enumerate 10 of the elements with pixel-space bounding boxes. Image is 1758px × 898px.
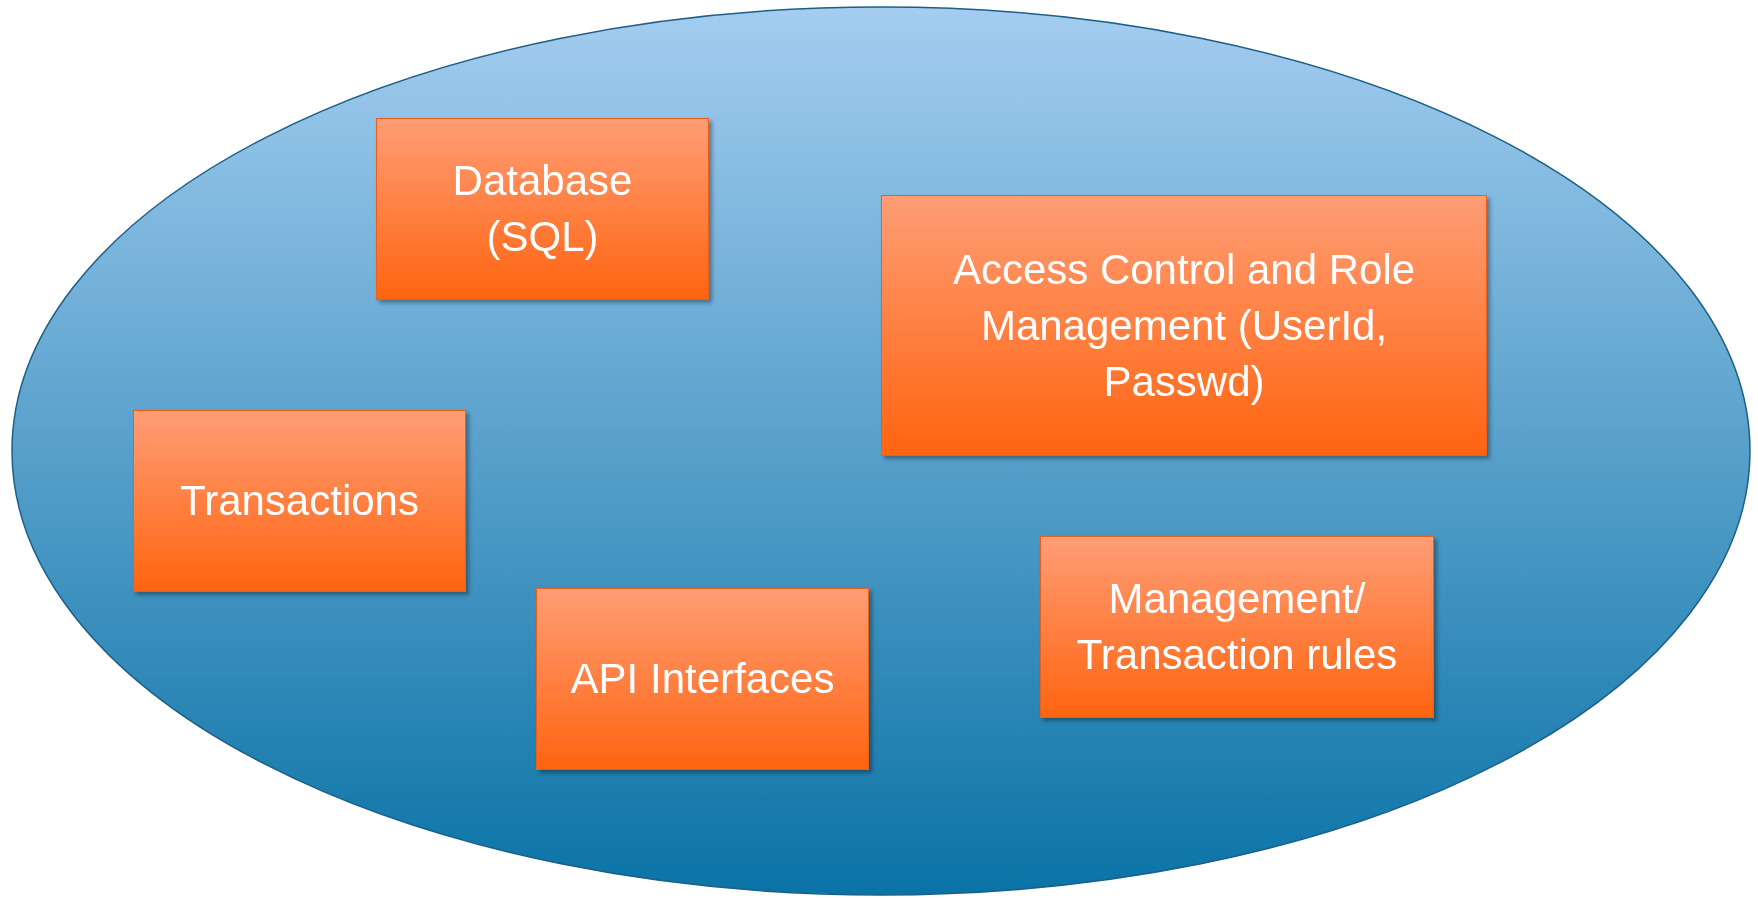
process-box bbox=[881, 195, 1487, 456]
box-label: Management/ Transaction rules bbox=[1075, 574, 1399, 680]
box-label: API Interfaces bbox=[570, 654, 835, 704]
process-box bbox=[376, 118, 709, 300]
box-label: Database (SQL) bbox=[451, 156, 634, 262]
process-box bbox=[1040, 536, 1434, 718]
box-label: Access Control and Role Management (UserId, Passwd) bbox=[951, 244, 1417, 407]
box-label: Transactions bbox=[180, 476, 419, 526]
process-box bbox=[536, 588, 869, 770]
process-box bbox=[133, 410, 466, 592]
